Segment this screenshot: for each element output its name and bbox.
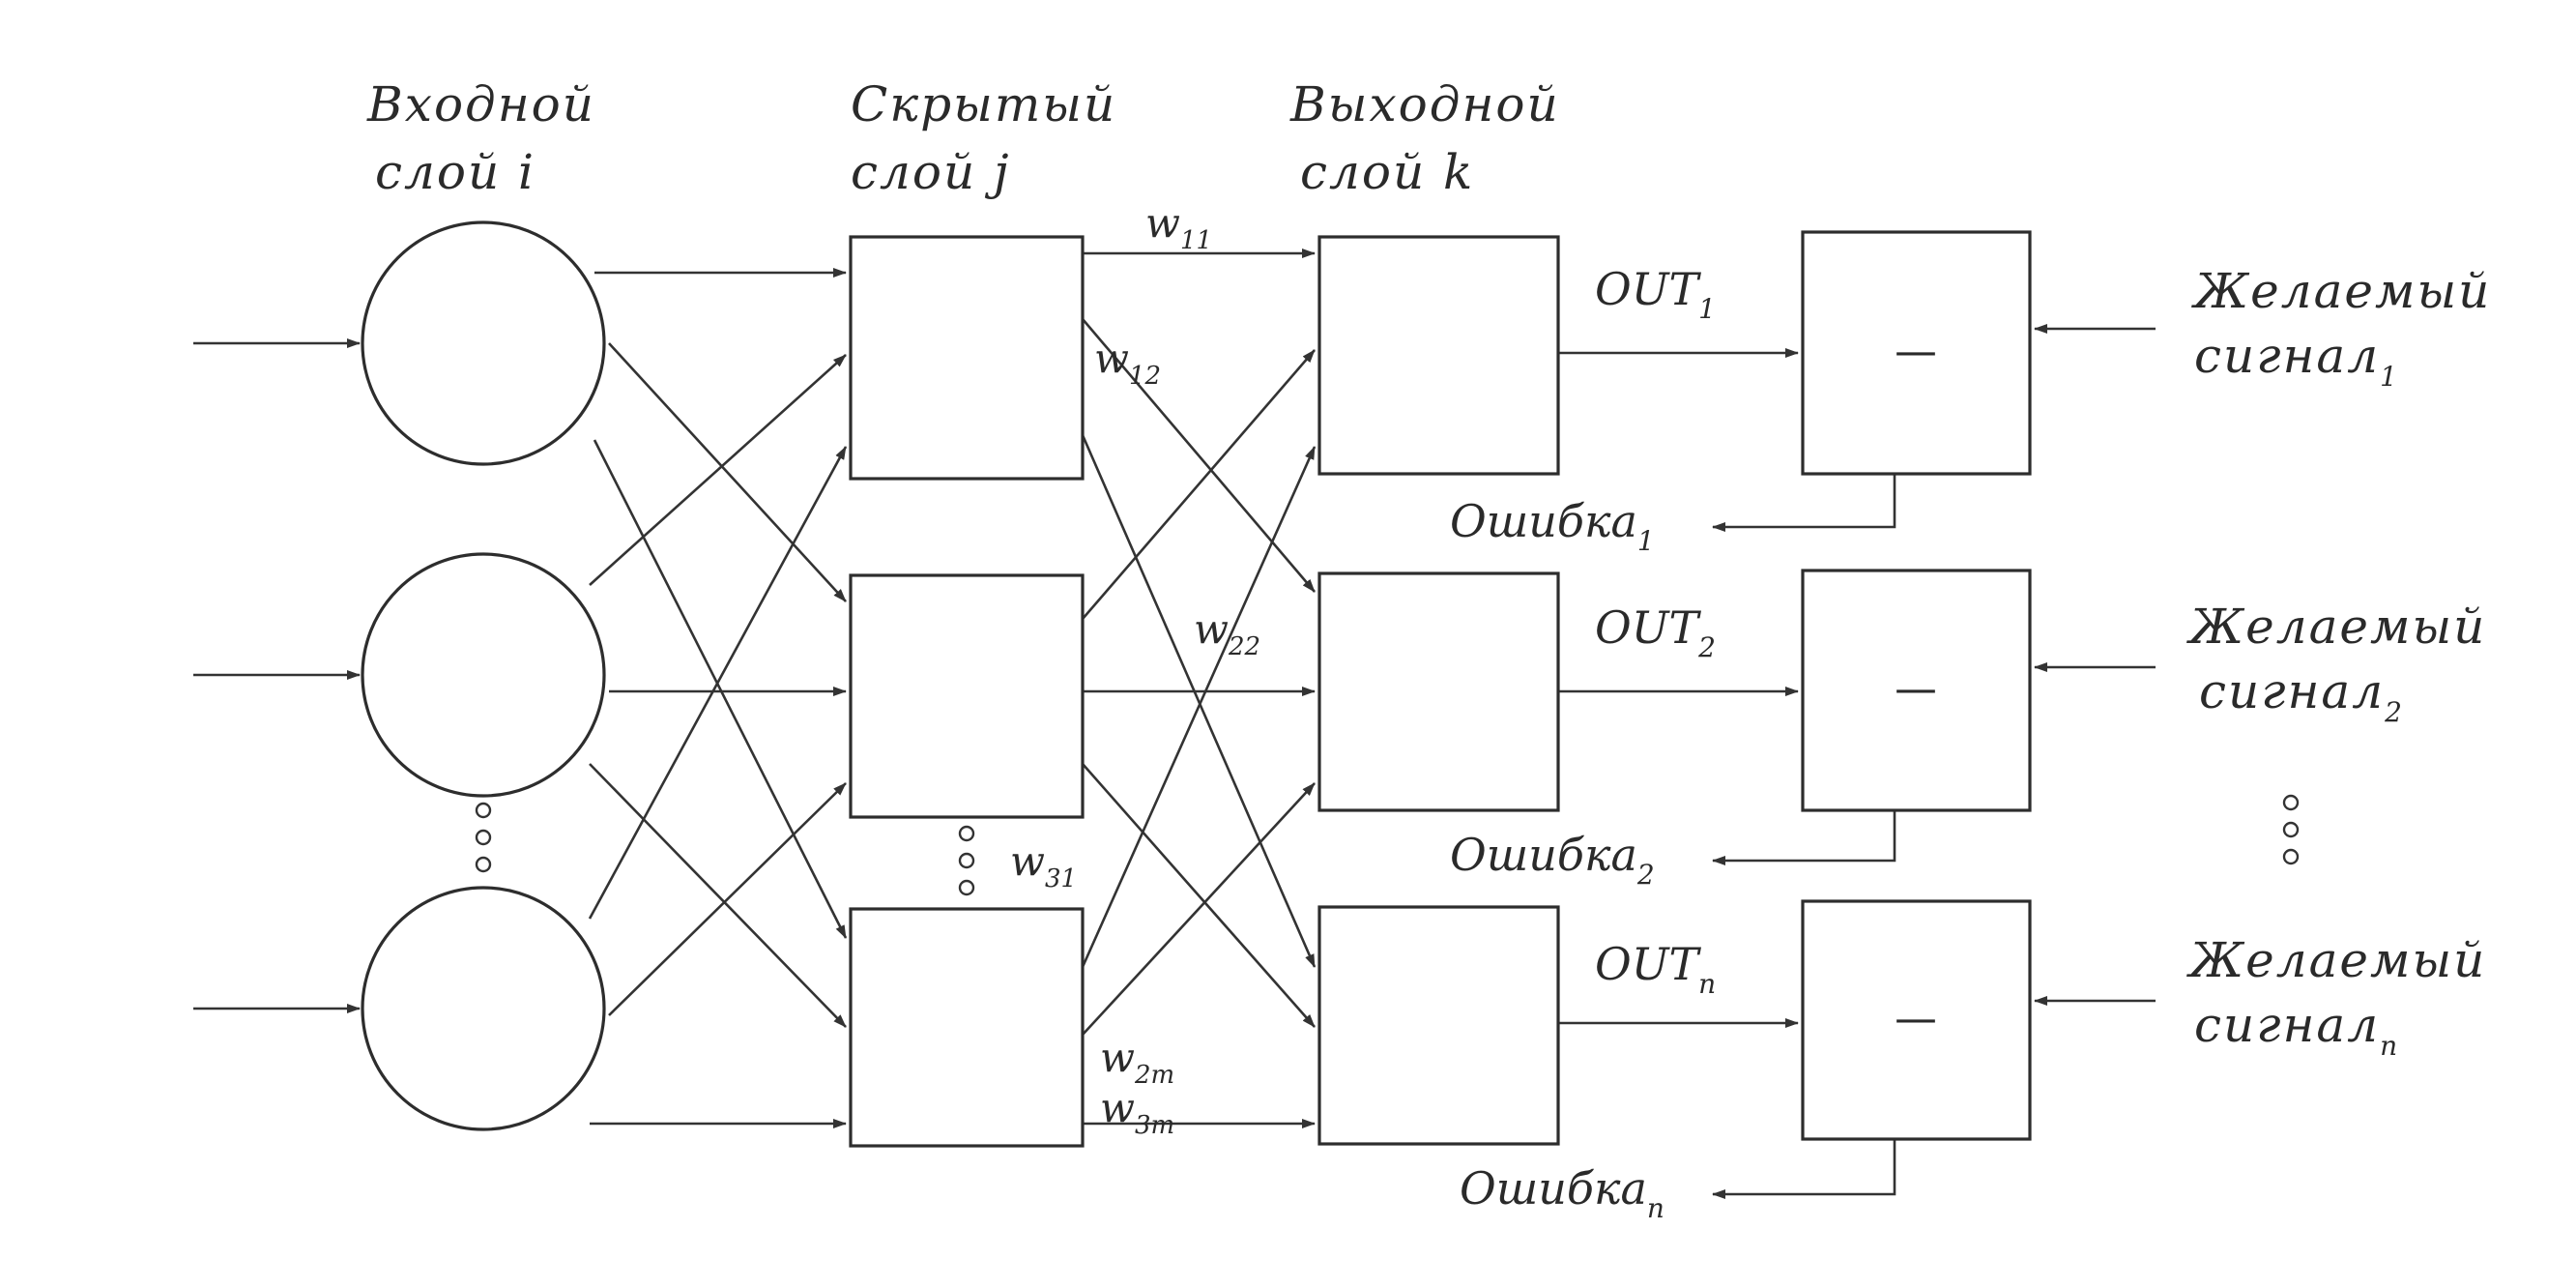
desired-signal-2-line2: сигнал2 [2199,663,2404,728]
input-layer-title-line1: Входной [366,76,595,132]
comparator-1-minus: — [1895,327,1937,376]
output-neuron-n [1317,905,1560,1146]
hidden-ellipsis [958,825,975,896]
error-label-1: Ошибка1 [1450,495,1655,557]
desired-ellipsis [2282,794,2300,865]
hidden-neuron-3 [849,907,1085,1148]
desired-signal-n-line2: сигналn [2194,997,2399,1062]
error-label-n: Ошибкаn [1460,1162,1664,1224]
desired-signal-2-line1: Желаемый [2186,599,2486,655]
weight-label-w11: w11 [1145,199,1212,255]
input-neuron-1 [361,220,606,466]
comparator-n [1801,899,2032,1141]
comparator-n-minus: — [1895,994,1937,1043]
desired-signal-1-line2: сигнал1 [2194,328,2399,393]
comparator-1 [1801,230,2032,476]
comparator-2 [1801,569,2032,812]
out-label-1: OUT1 [1595,263,1716,325]
error-feedback-lines [1712,474,1896,1199]
hidden-layer-title-line1: Скрытый [851,76,1116,132]
weight-label-w12: w12 [1094,335,1161,391]
output-neuron-2 [1317,571,1560,812]
output-layer-title-line1: Выходной [1289,76,1560,132]
out-label-n: OUTn [1595,938,1716,1000]
hidden-neuron-1 [849,235,1085,481]
desired-signal-n-line1: Желаемый [2186,932,2486,988]
output-neuron-1 [1317,235,1560,476]
out-label-2: OUT2 [1595,601,1716,663]
input-to-hidden-connections [588,268,848,1128]
hidden-layer-title-line2: слой j [851,144,1011,200]
weight-label-w31: w31 [1010,837,1077,893]
weight-label-w3m: w3m [1100,1084,1174,1140]
input-layer-title-line2: слой i [375,144,535,200]
output-layer-title-line2: слой k [1300,144,1474,200]
input-neuron-2 [361,552,606,798]
input-arrows [193,338,361,1013]
input-neuron-n [361,886,606,1131]
error-label-2: Ошибка2 [1450,829,1655,891]
output-to-comparator-arrows [1558,348,1799,1028]
hidden-to-output-connections [1081,249,1317,1128]
weight-label-w2m: w2m [1100,1034,1174,1090]
hidden-neuron-2 [849,573,1085,819]
desired-signal-1-line1: Желаемый [2191,263,2491,319]
input-ellipsis [475,802,492,873]
weight-label-w22: w22 [1194,605,1260,661]
desired-signal-arrows [2034,324,2156,1006]
comparator-2-minus: — [1895,664,1937,714]
